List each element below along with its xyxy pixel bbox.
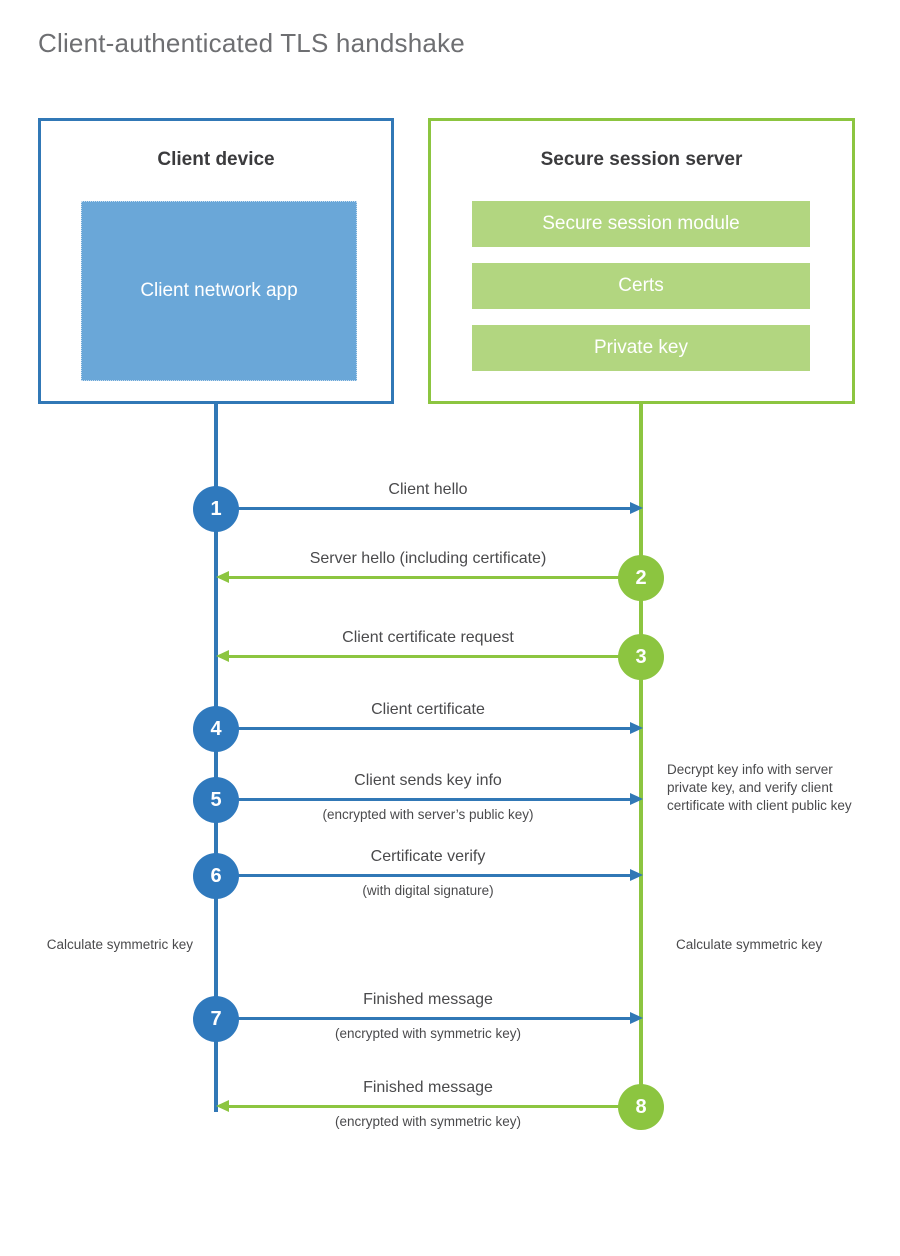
message-arrow-6 (216, 874, 636, 877)
message-label-4: Client certificate (371, 701, 485, 718)
arrow-head-icon (630, 502, 643, 514)
arrow-head-icon (630, 1012, 643, 1024)
step-badge-4: 4 (193, 706, 239, 752)
message-arrow-8 (220, 1105, 640, 1108)
arrow-head-icon (216, 1100, 229, 1112)
component-private-key: Private key (472, 325, 810, 371)
message-label-7: Finished message (363, 991, 493, 1008)
annotation-calculate-symmetric-key-client: Calculate symmetric key (46, 937, 193, 952)
component-secure-session-module: Secure session module (472, 201, 810, 247)
participant-title-server: Secure session server (540, 149, 743, 170)
message-label-1: Client hello (388, 481, 468, 498)
step-badge-3: 3 (618, 634, 664, 680)
participant-title-client: Client device (157, 149, 275, 170)
component-client-network-app: Client network app (81, 201, 357, 381)
message-arrow-1 (216, 507, 636, 510)
annotation-decrypt-key-info: Decrypt key info with server private key… (667, 762, 852, 813)
message-sublabel-6: (with digital signature) (362, 883, 494, 898)
step-badge-6: 6 (193, 853, 239, 899)
lifeline-client (214, 404, 218, 1112)
step-badge-5: 5 (193, 777, 239, 823)
message-label-8: Finished message (363, 1079, 493, 1096)
step-badge-1: 1 (193, 486, 239, 532)
step-badge-8: 8 (618, 1084, 664, 1130)
message-arrow-5 (216, 798, 636, 801)
message-arrow-4 (216, 727, 636, 730)
message-label-3: Client certificate request (342, 629, 514, 646)
component-certs: Certs (472, 263, 810, 309)
arrow-head-icon (630, 869, 643, 881)
message-arrow-2 (220, 576, 640, 579)
message-sublabel-7: (encrypted with symmetric key) (334, 1026, 522, 1041)
lifeline-server (639, 404, 643, 1106)
message-arrow-3 (220, 655, 640, 658)
message-label-5: Client sends key info (354, 772, 502, 789)
step-badge-7: 7 (193, 996, 239, 1042)
participant-box-client: Client device Client network app (38, 118, 394, 404)
arrow-head-icon (630, 722, 643, 734)
message-sublabel-8: (encrypted with symmetric key) (334, 1114, 522, 1129)
arrow-head-icon (216, 650, 229, 662)
page-title: Client-authenticated TLS handshake (38, 28, 465, 58)
message-sublabel-5: (encrypted with server’s public key) (322, 807, 534, 822)
message-arrow-7 (216, 1017, 636, 1020)
annotation-calculate-symmetric-key-server: Calculate symmetric key (676, 937, 823, 952)
arrow-head-icon (216, 571, 229, 583)
arrow-head-icon (630, 793, 643, 805)
message-label-2: Server hello (including certificate) (309, 550, 547, 567)
step-badge-2: 2 (618, 555, 664, 601)
participant-box-server: Secure session server Secure session mod… (428, 118, 855, 404)
message-label-6: Certificate verify (370, 848, 486, 865)
